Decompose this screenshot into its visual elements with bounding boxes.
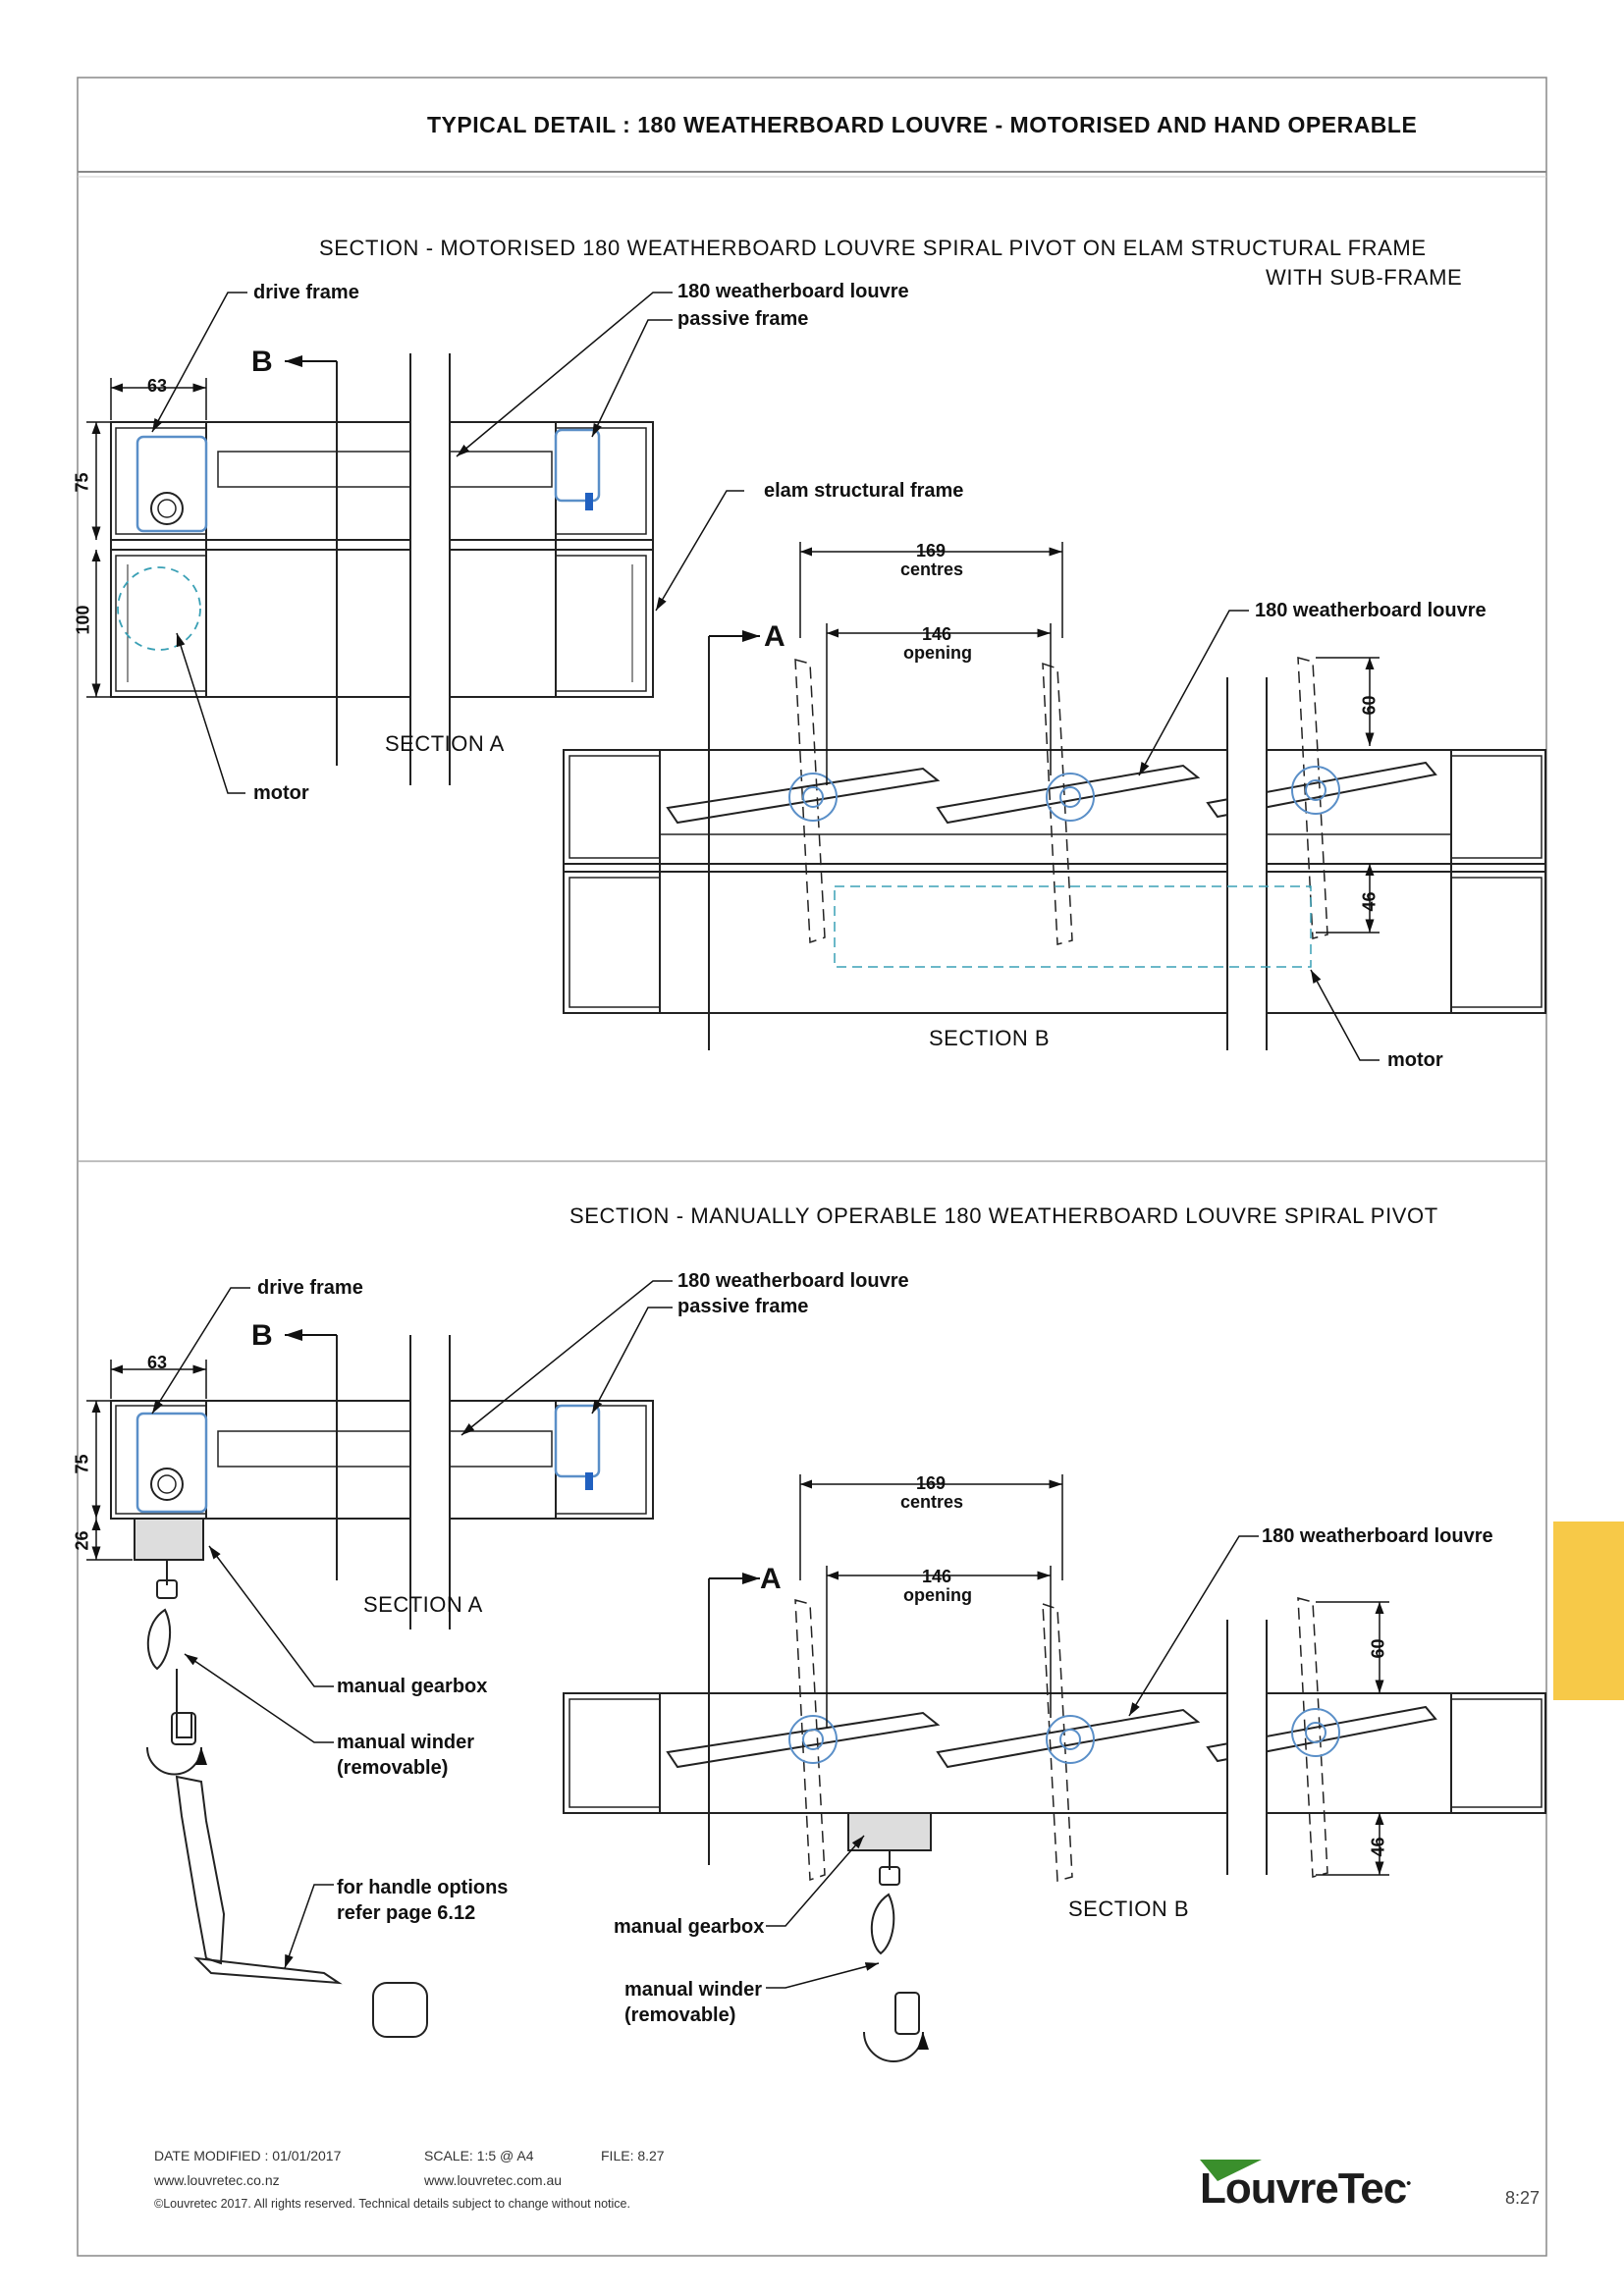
label-motor-a: motor <box>253 782 309 804</box>
b-label-gearbox-a: manual gearbox <box>337 1676 488 1697</box>
top-section-b-drawing <box>563 636 1546 1050</box>
label-louvre: 180 weatherboard louvre <box>677 281 909 302</box>
top-marker-b: B <box>251 346 273 378</box>
b-dim-146: 146 <box>922 1567 952 1586</box>
top-section-a-dims <box>86 378 207 698</box>
label-drive-frame: drive frame <box>253 282 359 303</box>
louvretec-logo: LouvreTec• <box>1200 2164 1411 2214</box>
b-label-passive-frame: passive frame <box>677 1296 809 1317</box>
b-label-handle-2: refer page 6.12 <box>337 1902 476 1924</box>
label-motor-b: motor <box>1387 1049 1443 1071</box>
bottom-section-b-dims <box>799 1474 1389 1876</box>
logo-tm: • <box>1406 2174 1411 2191</box>
footer-scale: SCALE: 1:5 @ A4 <box>424 2148 534 2163</box>
label-passive-frame: passive frame <box>677 308 809 330</box>
b-label-handle-1: for handle options <box>337 1877 509 1898</box>
footer-url-nz[interactable]: www.louvretec.co.nz <box>154 2172 280 2188</box>
b-label-louvre-b: 180 weatherboard louvre <box>1262 1525 1493 1547</box>
dim-centres: centres <box>900 560 964 579</box>
top-heading-line1: SECTION - MOTORISED 180 WEATHERBOARD LOU… <box>319 236 1427 260</box>
dim-60: 60 <box>1359 695 1380 716</box>
top-section-a-drawing <box>110 353 654 785</box>
top-section-b-label: SECTION B <box>929 1026 1051 1050</box>
b-label-gearbox-b: manual gearbox <box>614 1916 765 1938</box>
top-section-b-leaders <box>1138 610 1380 1061</box>
bottom-marker-a: A <box>760 1563 782 1595</box>
b-dim-63: 63 <box>147 1353 168 1372</box>
bottom-marker-b: B <box>251 1319 273 1352</box>
chapter-tab <box>1553 1522 1624 1700</box>
top-marker-a: A <box>764 620 785 653</box>
bottom-section-a-label: SECTION A <box>363 1592 483 1617</box>
b-dim-opening: opening <box>903 1585 972 1605</box>
b-label-winder-a1: manual winder <box>337 1732 475 1753</box>
sheet-border <box>77 77 1547 2257</box>
b-dim-26: 26 <box>72 1530 92 1551</box>
dim-146: 146 <box>922 624 952 644</box>
bottom-pivots <box>788 1708 1340 1764</box>
bottom-section-a-dims <box>86 1360 207 1561</box>
top-section-b-dims <box>799 542 1380 934</box>
bottom-section-b-drawing <box>563 1578 1546 2062</box>
b-label-winder-b2: (removable) <box>624 2004 736 2026</box>
page-number: 8:27 <box>1505 2188 1541 2208</box>
label-louvre-b: 180 weatherboard louvre <box>1255 600 1487 621</box>
b-dim-centres: centres <box>900 1492 964 1512</box>
page-title: TYPICAL DETAIL : 180 WEATHERBOARD LOUVRE… <box>427 112 1418 137</box>
dim-opening: opening <box>903 643 972 663</box>
b-dim-169: 169 <box>916 1473 947 1493</box>
top-section-a-label: SECTION A <box>385 731 505 756</box>
dim-169: 169 <box>916 541 947 561</box>
bottom-section-b-label: SECTION B <box>1068 1896 1190 1921</box>
b-dim-46: 46 <box>1368 1837 1388 1857</box>
b-dim-75: 75 <box>72 1454 92 1474</box>
dim-63: 63 <box>147 376 168 396</box>
label-elam-frame: elam structural frame <box>764 480 964 502</box>
top-section-a-leaders <box>151 292 744 794</box>
b-dim-60: 60 <box>1368 1638 1388 1659</box>
footer-date: DATE MODIFIED : 01/01/2017 <box>154 2148 342 2163</box>
b-label-winder-b1: manual winder <box>624 1979 763 2001</box>
b-label-drive-frame: drive frame <box>257 1277 363 1299</box>
footer-url-au[interactable]: www.louvretec.com.au <box>424 2172 563 2188</box>
logo-mark <box>1200 2160 1262 2181</box>
dim-75: 75 <box>72 472 92 493</box>
bottom-section-a-drawing <box>110 1335 654 2038</box>
b-label-louvre: 180 weatherboard louvre <box>677 1270 909 1292</box>
top-section-b-dashed <box>794 657 1328 968</box>
top-heading-line2: WITH SUB-FRAME <box>1266 265 1463 290</box>
top-pivots <box>788 766 1340 822</box>
b-label-winder-a2: (removable) <box>337 1757 449 1779</box>
dim-100: 100 <box>73 605 93 635</box>
bottom-heading: SECTION - MANUALLY OPERABLE 180 WEATHERB… <box>569 1203 1438 1228</box>
footer-file: FILE: 8.27 <box>601 2148 665 2163</box>
logo-text: LouvreTec <box>1200 2164 1407 2213</box>
bottom-section-b-dashed <box>794 1597 1328 1882</box>
dim-46: 46 <box>1359 891 1380 912</box>
bottom-section-a-leaders <box>151 1280 673 1969</box>
bottom-section-b-leaders <box>766 1535 1259 1989</box>
footer-copyright: ©Louvretec 2017. All rights reserved. Te… <box>154 2197 630 2211</box>
